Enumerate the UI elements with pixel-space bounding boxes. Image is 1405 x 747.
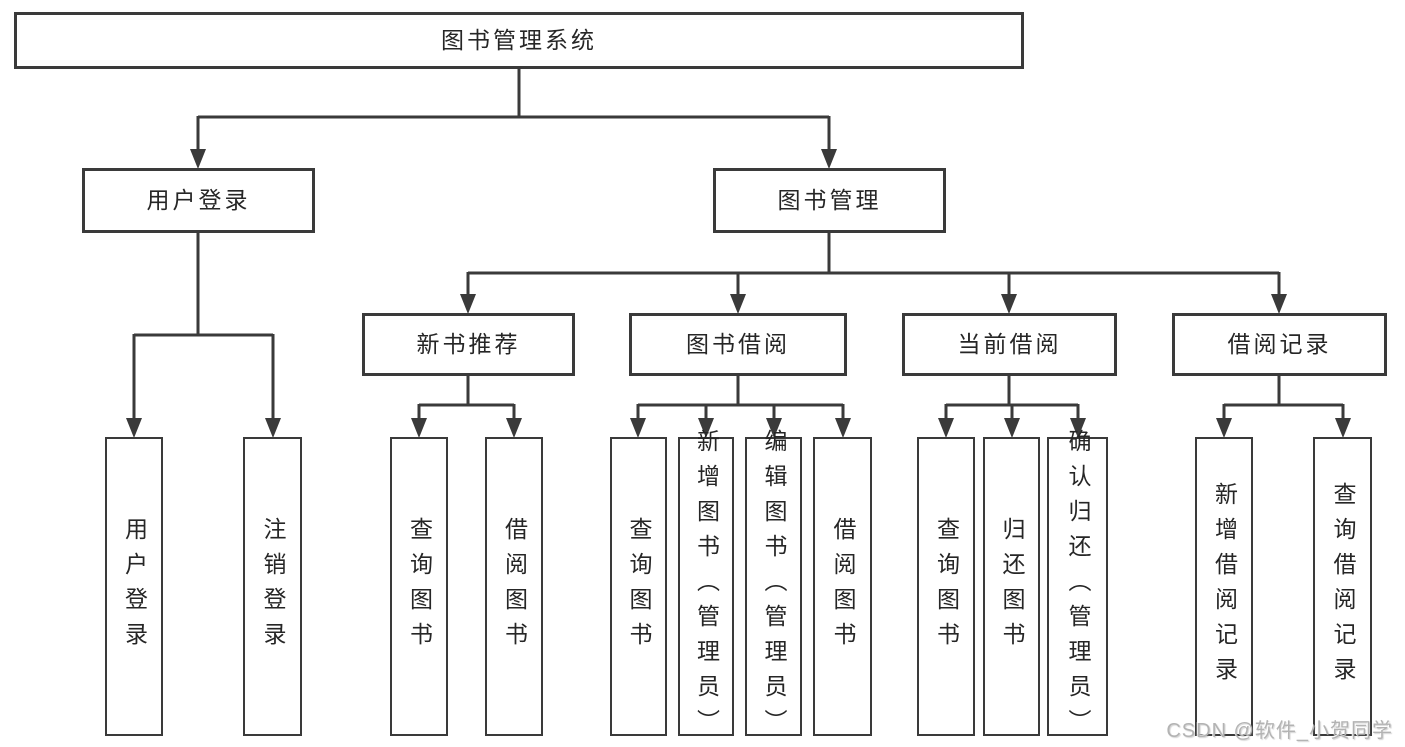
arrowhead-icon: [698, 418, 714, 438]
node-book-borrow: 图书借阅: [629, 313, 847, 376]
node-leaf-rec-query: 查询借阅记录: [1313, 437, 1372, 736]
connector-from-current-borrow: [944, 376, 1080, 420]
node-label-leaf-nb-borrow: 借阅图书: [501, 516, 528, 657]
connector-from-borrow-records: [1222, 376, 1345, 420]
node-leaf-bb-edit: 编辑图书（管理员）: [745, 429, 802, 744]
node-user-login: 用户登录: [82, 168, 315, 233]
connector-from-root: [196, 69, 831, 151]
arrowhead-icon: [766, 418, 782, 438]
node-label-book-mgmt: 图书管理: [777, 187, 882, 213]
arrowhead-icon: [821, 149, 837, 169]
node-root: 图书管理系统: [14, 12, 1024, 69]
node-leaf-cb-query: 查询图书: [917, 437, 975, 736]
arrowhead-icon: [1335, 418, 1351, 438]
node-label-new-book-recommend: 新书推荐: [416, 331, 521, 357]
node-leaf-bb-query: 查询图书: [610, 437, 667, 736]
node-label-leaf-rec-add: 新增借阅记录: [1211, 481, 1238, 692]
arrowhead-icon: [630, 418, 646, 438]
arrowhead-icon: [1001, 294, 1017, 314]
node-label-leaf-logout: 注销登录: [260, 516, 286, 657]
node-borrow-records: 借阅记录: [1172, 313, 1387, 376]
arrowhead-icon: [265, 418, 281, 438]
node-leaf-nb-query: 查询图书: [390, 437, 448, 736]
node-leaf-logout: 注销登录: [243, 437, 302, 736]
node-label-user-login: 用户登录: [146, 187, 251, 213]
node-label-leaf-bb-add: 新增图书（管理员）: [693, 429, 720, 744]
arrowhead-icon: [411, 418, 427, 438]
node-label-leaf-cb-query: 查询图书: [933, 516, 960, 657]
node-label-leaf-user-login: 用户登录: [121, 516, 148, 657]
node-leaf-cb-return: 归还图书: [983, 437, 1040, 736]
node-label-leaf-bb-borrow: 借阅图书: [830, 516, 856, 657]
arrowhead-icon: [938, 418, 954, 438]
arrowhead-icon: [730, 294, 746, 314]
arrowhead-icon: [1004, 418, 1020, 438]
watermark: CSDN @软件_小贺同学: [1166, 720, 1393, 742]
arrowhead-icon: [835, 418, 851, 438]
node-label-leaf-nb-query: 查询图书: [406, 516, 433, 657]
node-label-leaf-bb-query: 查询图书: [626, 516, 652, 657]
node-current-borrow: 当前借阅: [902, 313, 1117, 376]
node-label-leaf-bb-edit: 编辑图书（管理员）: [761, 429, 787, 744]
node-leaf-user-login: 用户登录: [105, 437, 163, 736]
arrowhead-icon: [1216, 418, 1232, 438]
node-leaf-bb-borrow: 借阅图书: [813, 437, 872, 736]
arrowhead-icon: [190, 149, 206, 169]
node-book-mgmt: 图书管理: [713, 168, 946, 233]
connector-from-user-login: [132, 233, 275, 420]
node-label-leaf-cb-return: 归还图书: [999, 516, 1025, 657]
arrowhead-icon: [1070, 418, 1086, 438]
node-label-leaf-cb-confirm: 确认归还（管理员）: [1065, 429, 1091, 744]
connector-from-book-mgmt: [466, 233, 1281, 296]
node-new-book-recommend: 新书推荐: [362, 313, 575, 376]
node-label-leaf-rec-query: 查询借阅记录: [1330, 481, 1356, 692]
node-leaf-bb-add: 新增图书（管理员）: [678, 429, 734, 744]
arrowhead-icon: [506, 418, 522, 438]
node-label-current-borrow: 当前借阅: [957, 331, 1062, 357]
arrowhead-icon: [1271, 294, 1287, 314]
node-label-book-borrow: 图书借阅: [686, 331, 790, 357]
node-leaf-rec-add: 新增借阅记录: [1195, 437, 1253, 736]
connector-from-new-book-recommend: [417, 376, 516, 420]
node-leaf-cb-confirm: 确认归还（管理员）: [1047, 429, 1108, 744]
arrowhead-icon: [126, 418, 142, 438]
node-leaf-nb-borrow: 借阅图书: [485, 437, 543, 736]
node-label-borrow-records: 借阅记录: [1227, 331, 1332, 357]
connector-from-book-borrow: [636, 376, 845, 420]
arrowhead-icon: [460, 294, 476, 314]
node-label-root: 图书管理系统: [441, 27, 597, 53]
